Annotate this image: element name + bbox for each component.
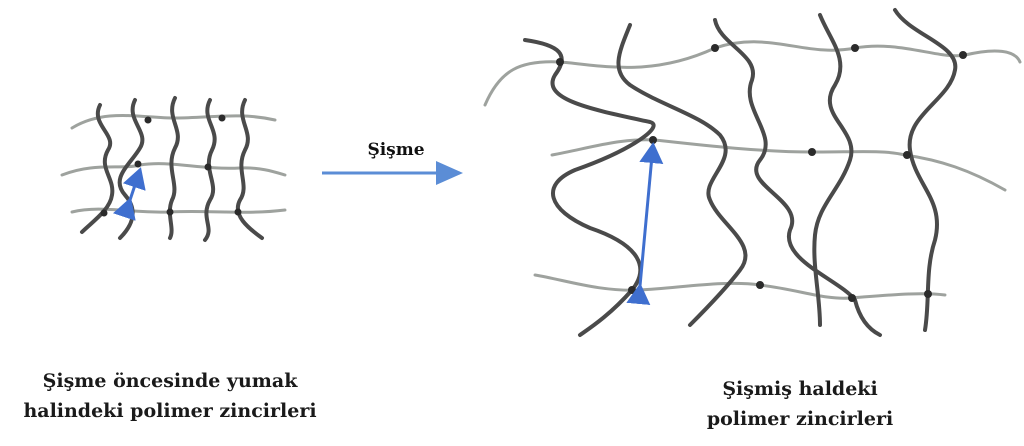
coiled-distance-arrow <box>130 170 140 200</box>
swelling-label: Şişme <box>346 140 446 160</box>
caption-after-swelling: Şişmiş haldeki polimer zincirleri <box>640 374 960 434</box>
caption-after-line1: Şişmiş haldeki <box>640 374 960 404</box>
caption-before-swelling: Şişme öncesinde yumak halindeki polimer … <box>0 366 340 426</box>
coiled-network <box>62 98 285 240</box>
caption-before-line2: halindeki polimer zincirleri <box>0 396 340 426</box>
caption-before-line1: Şişme öncesinde yumak <box>0 366 340 396</box>
swollen-network <box>485 10 1020 335</box>
swollen-network-crosslinks <box>556 44 967 302</box>
caption-after-line2: polimer zincirleri <box>640 404 960 434</box>
swollen-distance-arrow <box>640 145 653 286</box>
